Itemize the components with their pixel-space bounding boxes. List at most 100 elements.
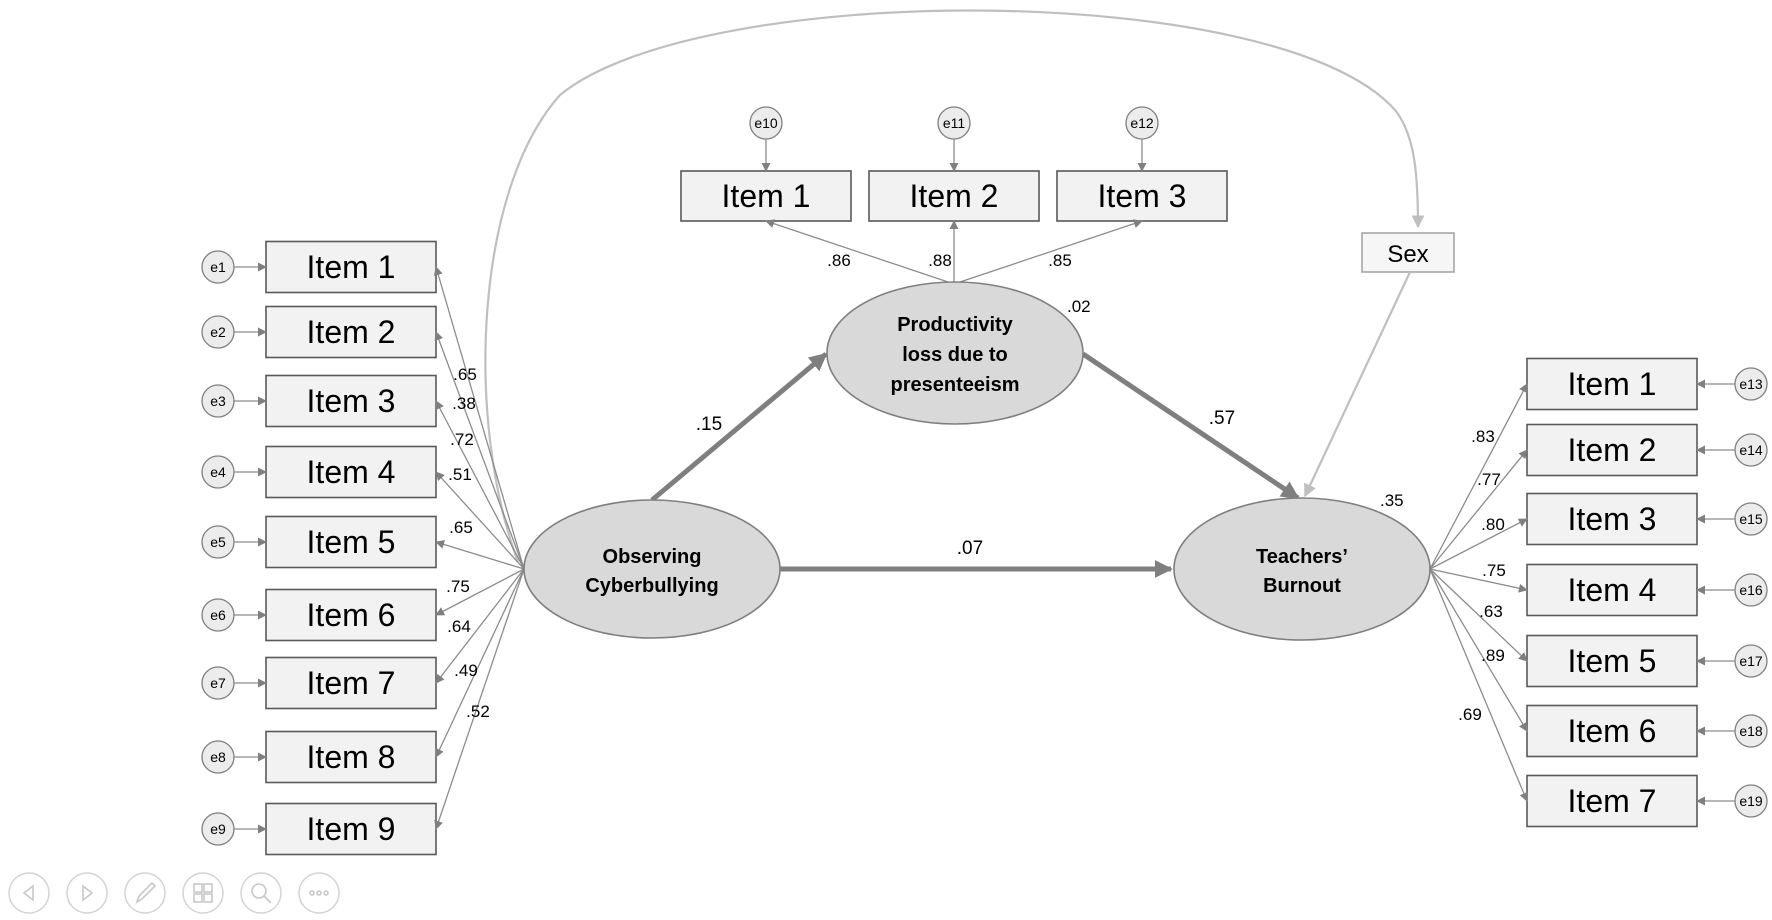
loading-arrow (765, 219, 955, 285)
previous-button[interactable] (8, 872, 50, 914)
right-item-label: Item 3 (1568, 501, 1657, 537)
latent-productivity-loss: Productivity loss due to presenteeism .0… (826, 281, 1091, 425)
sex-to-burnout-path (1304, 271, 1411, 498)
zoom-button[interactable] (240, 872, 282, 914)
top-item-label: Item 1 (722, 178, 811, 214)
error-label: e10 (754, 115, 778, 131)
loading-label: .69 (1458, 705, 1482, 724)
loading-arrow (435, 400, 525, 570)
loading-label: .77 (1477, 470, 1501, 489)
loading-label: .51 (448, 465, 472, 484)
loading-arrow (1429, 568, 1529, 802)
right-item-3: Item 3 e15 .80 (1429, 492, 1768, 570)
left-item-3: Item 3e3.72 (201, 374, 525, 570)
path-observing-to-productivity (650, 352, 828, 502)
error-label: e14 (1739, 442, 1763, 458)
loading-arrow (1429, 518, 1528, 570)
path-label-productivity-burnout: .57 (1209, 408, 1235, 429)
left-item-8: Item 8 e8 .49 (201, 568, 525, 784)
loading-arrow (434, 568, 525, 830)
loading-label: .49 (454, 661, 478, 680)
left-item-label: Item 2 (307, 314, 396, 350)
latent-productivity-line-3: presenteeism (891, 374, 1020, 396)
left-item-9: Item 9e9.52 (201, 568, 525, 856)
left-item-label: Item 4 (307, 454, 396, 490)
error-label: e3 (210, 393, 226, 409)
loading-label: .38 (452, 394, 476, 413)
next-button[interactable] (66, 872, 108, 914)
left-item-label: Item 7 (307, 665, 396, 701)
more-button[interactable] (298, 872, 340, 914)
latent-burnout-line-1: Teachers’ (1256, 546, 1348, 568)
loading-label: .75 (446, 577, 470, 596)
right-item-label: Item 6 (1568, 713, 1657, 749)
left-item-label: Item 8 (307, 739, 396, 775)
loading-label: .80 (1481, 515, 1505, 534)
loading-arrow (1429, 568, 1528, 732)
latent-observing-line-2: Cyberbullying (585, 575, 718, 597)
loading-arrow (435, 568, 525, 616)
error-label: e12 (1130, 115, 1154, 131)
loading-label: .83 (1471, 427, 1495, 446)
loading-arrow (1429, 449, 1528, 570)
top-item-1: Item 1 e10 .86 (680, 106, 955, 285)
previous-icon (22, 884, 34, 902)
next-icon (82, 884, 94, 902)
error-label: e7 (210, 675, 226, 691)
left-item-label: Item 1 (307, 249, 396, 285)
right-item-label: Item 1 (1568, 366, 1657, 402)
loading-label: .88 (928, 251, 952, 270)
latent-productivity-line-2: loss due to (902, 344, 1008, 366)
loading-arrow (435, 471, 525, 570)
loading-arrow (434, 331, 525, 570)
left-item-4: Item 4 e4 .51 (201, 445, 525, 570)
left-item-1: Item 1e1.65 (201, 240, 525, 570)
left-item-2: Item 2 e2 .38 (201, 305, 525, 570)
loading-arrow (1429, 383, 1528, 570)
path-label-observing-productivity: .15 (696, 414, 722, 435)
slideshow-toolbar (8, 872, 340, 914)
right-item-label: Item 2 (1568, 432, 1657, 468)
left-item-label: Item 9 (307, 811, 396, 847)
burnout-r-squared: .35 (1380, 491, 1404, 510)
error-label: e11 (943, 115, 966, 131)
loading-label: .65 (453, 365, 477, 384)
left-item-6: Item 6 e6 .75 (201, 568, 525, 642)
error-label: e4 (210, 464, 226, 480)
loading-arrow (435, 568, 525, 684)
error-label: e2 (210, 324, 226, 340)
error-label: e15 (1739, 511, 1763, 527)
left-item-label: Item 5 (307, 524, 396, 560)
latent-teachers-burnout: Teachers’ Burnout .35 (1173, 491, 1431, 641)
error-label: e6 (210, 607, 226, 623)
latent-burnout-line-2: Burnout (1263, 575, 1341, 597)
left-item-7: Item 7e7.64 (201, 568, 525, 710)
slides-button[interactable] (182, 872, 224, 914)
pen-button[interactable] (124, 872, 166, 914)
error-label: e5 (210, 534, 226, 550)
loading-label: .63 (1479, 602, 1503, 621)
path-label-observing-burnout: .07 (957, 538, 983, 559)
loading-arrow (433, 266, 525, 570)
path-productivity-to-burnout (1081, 351, 1300, 501)
loading-label: .86 (827, 251, 851, 270)
sex-label: Sex (1387, 241, 1428, 268)
latent-productivity-line-1: Productivity (897, 314, 1013, 336)
productivity-r-squared: .02 (1067, 297, 1091, 316)
zoom-icon (251, 883, 272, 904)
error-label: e19 (1739, 793, 1763, 809)
left-item-label: Item 6 (307, 597, 396, 633)
error-label: e8 (210, 749, 226, 765)
pen-icon (135, 881, 157, 904)
loading-label: .65 (449, 518, 473, 537)
error-label: e16 (1739, 582, 1763, 598)
